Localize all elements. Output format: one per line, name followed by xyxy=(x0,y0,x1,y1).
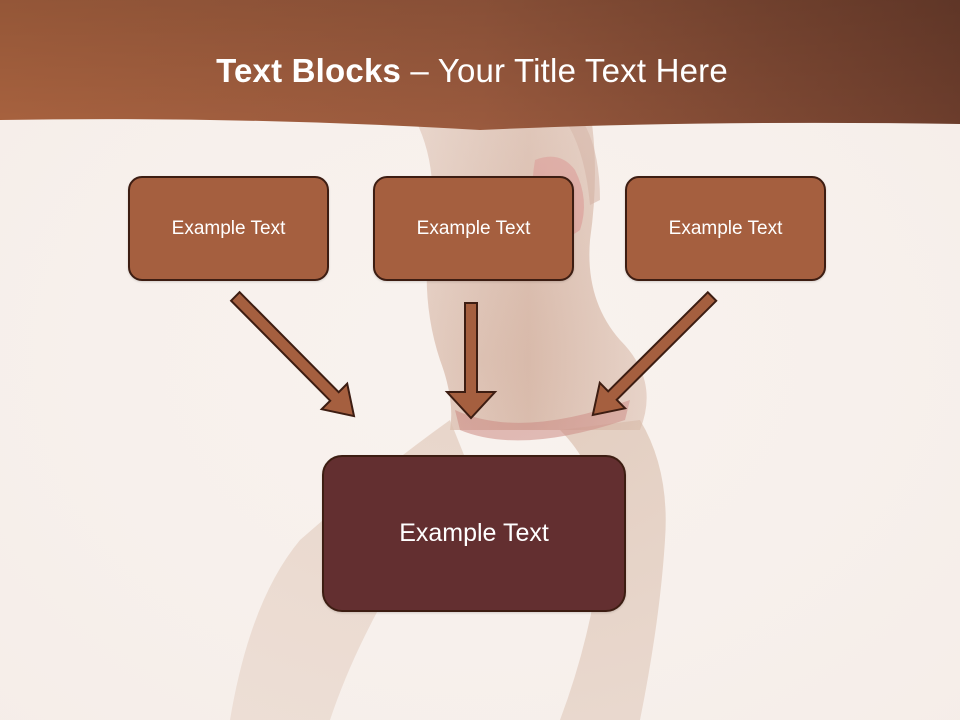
title-bold-text: Text Blocks xyxy=(216,52,402,89)
title-rest-text: – Your Title Text Here xyxy=(401,52,728,89)
arrow-center xyxy=(444,302,498,420)
text-block-2[interactable]: Example Text xyxy=(373,176,574,281)
header-band xyxy=(0,0,960,130)
result-block-label: Example Text xyxy=(399,519,549,547)
text-block-1[interactable]: Example Text xyxy=(128,176,329,281)
arrow-right xyxy=(591,290,718,417)
slide-title: Text Blocks – Your Title Text Here xyxy=(0,52,944,90)
text-block-3[interactable]: Example Text xyxy=(625,176,826,281)
result-block[interactable]: Example Text xyxy=(322,455,626,612)
text-block-2-label: Example Text xyxy=(416,217,531,239)
arrow-left xyxy=(229,290,356,418)
text-block-1-label: Example Text xyxy=(171,217,286,239)
text-block-3-label: Example Text xyxy=(668,217,783,239)
